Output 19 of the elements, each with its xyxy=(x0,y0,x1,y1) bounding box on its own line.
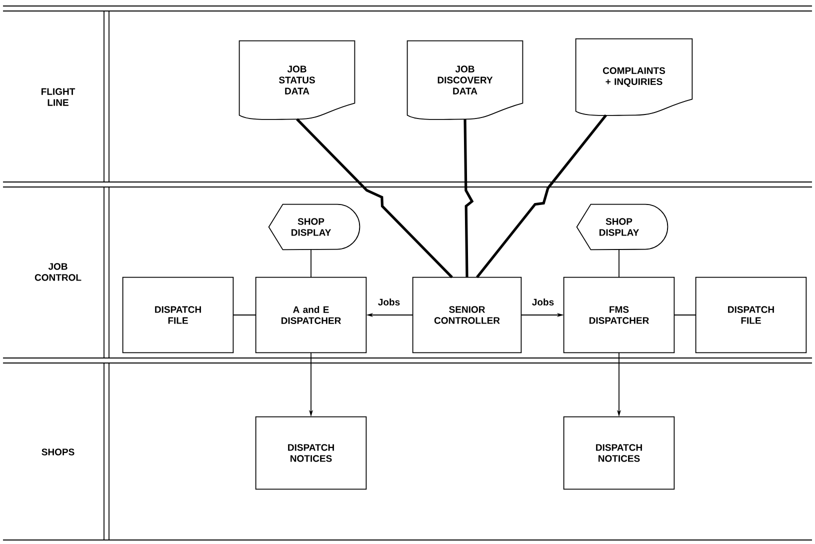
lane-label: JOB CONTROL xyxy=(34,263,82,281)
lane-label: FLIGHT LINE xyxy=(42,88,76,106)
connector-line xyxy=(310,249,312,278)
process-box: FMS DISPATCHER xyxy=(563,276,675,354)
process-box: DISPATCH FILE xyxy=(122,276,234,354)
process-box: A and E DISPATCHER xyxy=(255,276,367,354)
lightning-link xyxy=(296,118,453,278)
lightning-link xyxy=(464,119,474,278)
connector-line xyxy=(232,314,256,316)
lane-label: SHOPS xyxy=(42,448,74,456)
edge-label: Jobs xyxy=(532,298,554,306)
edge-label: Jobs xyxy=(378,298,400,306)
process-box: DISPATCH FILE xyxy=(695,276,807,354)
process-box: DISPATCH NOTICES xyxy=(255,416,367,490)
process-box: SENIOR CONTROLLER xyxy=(412,276,522,354)
connector-line xyxy=(674,314,696,316)
lightning-link xyxy=(476,114,608,278)
connector-line xyxy=(618,249,620,278)
process-box: DISPATCH NOTICES xyxy=(563,416,675,490)
